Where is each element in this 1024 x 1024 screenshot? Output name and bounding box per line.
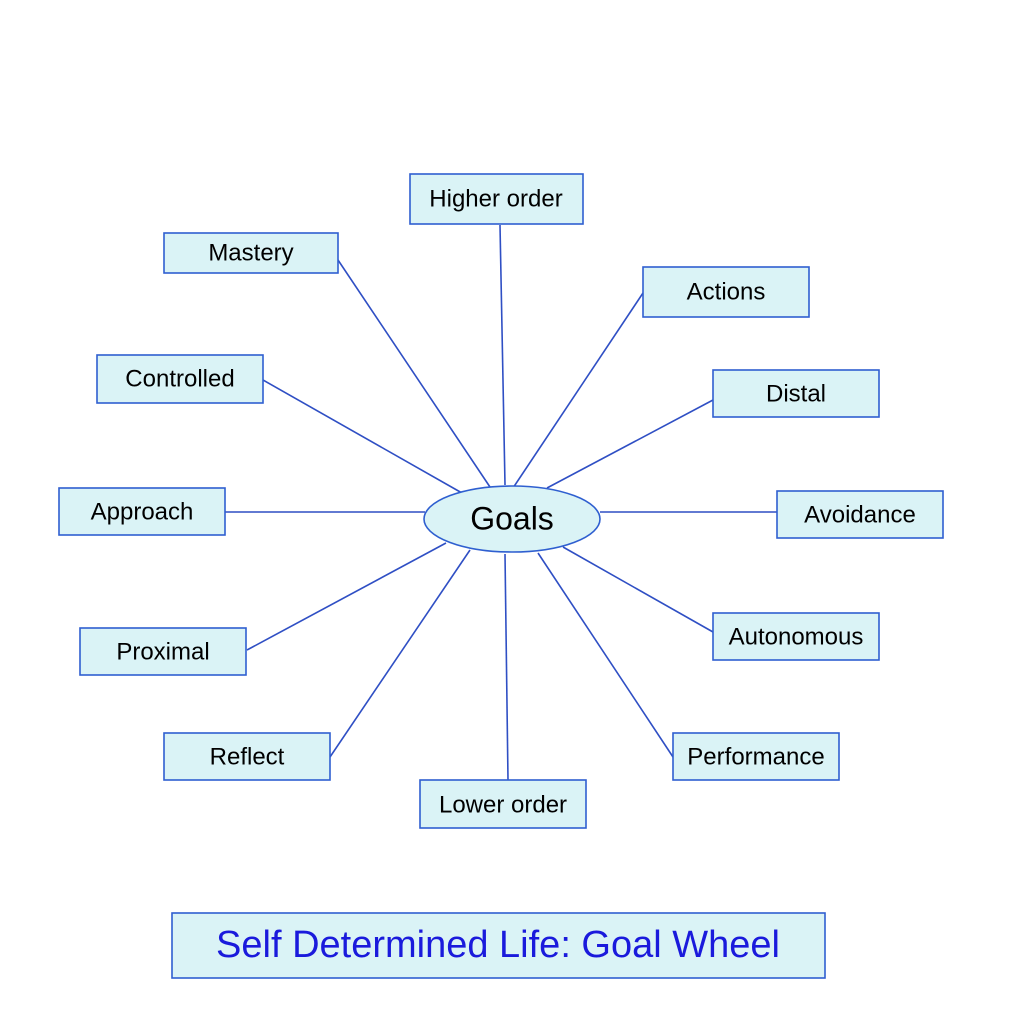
spokes — [225, 224, 777, 781]
caption: Self Determined Life: Goal Wheel — [171, 912, 826, 979]
node-actions: Actions — [642, 266, 810, 318]
node-lower-order: Lower order — [419, 779, 587, 829]
node-label-reflect: Reflect — [210, 743, 285, 770]
node-label-performance: Performance — [687, 743, 824, 770]
node-label-mastery: Mastery — [208, 239, 293, 266]
node-label-autonomous: Autonomous — [729, 623, 864, 650]
node-label-higher-order: Higher order — [429, 185, 562, 212]
spoke-controlled — [262, 379, 463, 494]
node-label-proximal: Proximal — [116, 638, 209, 665]
node-higher-order: Higher order — [409, 173, 584, 225]
node-avoidance: Avoidance — [776, 490, 944, 539]
spoke-higher-order — [499, 224, 506, 486]
node-label-actions: Actions — [687, 278, 766, 305]
node-reflect: Reflect — [163, 732, 331, 781]
hub-label: Goals — [470, 500, 554, 536]
node-mastery: Mastery — [163, 232, 339, 274]
node-label-avoidance: Avoidance — [804, 501, 916, 528]
node-approach: Approach — [58, 487, 226, 536]
spoke-proximal — [246, 542, 447, 651]
node-controlled: Controlled — [96, 354, 264, 404]
hub-goals: Goals — [423, 485, 601, 553]
spoke-mastery — [337, 259, 493, 491]
caption-title: Self Determined Life: Goal Wheel — [216, 924, 780, 966]
node-label-distal: Distal — [766, 380, 826, 407]
node-label-approach: Approach — [91, 498, 194, 525]
spoke-distal — [546, 399, 714, 489]
node-performance: Performance — [672, 732, 840, 781]
node-label-controlled: Controlled — [125, 365, 234, 392]
spoke-performance — [537, 552, 674, 758]
spoke-autonomous — [562, 546, 714, 633]
spoke-reflect — [329, 549, 471, 758]
node-label-lower-order: Lower order — [439, 791, 567, 818]
node-distal: Distal — [712, 369, 880, 418]
node-proximal: Proximal — [79, 627, 247, 676]
spoke-actions — [512, 292, 644, 489]
node-autonomous: Autonomous — [712, 612, 880, 661]
caption-box — [171, 912, 826, 979]
spoke-lower-order — [504, 553, 509, 781]
hub-ellipse — [423, 485, 601, 553]
